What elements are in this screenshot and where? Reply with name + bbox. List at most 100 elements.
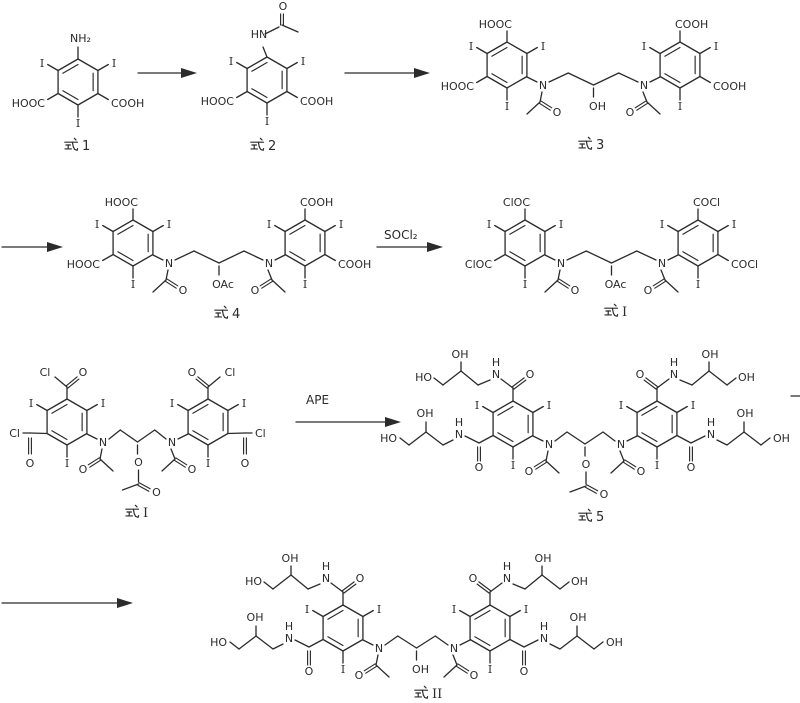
- formula-label: 2: [250, 137, 276, 154]
- iodine-label: I: [541, 40, 545, 53]
- iodine-label: I: [487, 218, 491, 231]
- benzene-ring: [112, 219, 154, 267]
- iodine-label: I: [524, 603, 528, 616]
- hydrogen-label: H: [503, 560, 511, 573]
- arrowhead: [385, 417, 401, 427]
- hydrogen-label: H: [492, 356, 500, 369]
- oxygen-label: O: [469, 572, 478, 585]
- substituent-label: HOOC: [479, 18, 513, 31]
- substituent-label: COOH: [111, 97, 144, 110]
- nitrogen-label: N: [640, 79, 648, 92]
- oxygen-label: O: [356, 572, 365, 585]
- benzene-ring: [636, 400, 678, 448]
- formula-number: II: [432, 687, 442, 702]
- iodine-label: I: [619, 399, 623, 412]
- formula-number: 4: [232, 307, 240, 322]
- nitrogen-label: N: [545, 438, 553, 451]
- arrow-step-2: [344, 68, 430, 78]
- hydrogen-label: H: [670, 356, 678, 369]
- iodine-label: I: [29, 397, 33, 410]
- arrowhead: [181, 68, 197, 78]
- iodine-label: I: [511, 459, 515, 472]
- iodine-label: I: [488, 663, 492, 676]
- oxygen-label: O: [582, 458, 591, 471]
- nitrogen-label: N: [375, 642, 383, 655]
- hydroxyl-label: OH: [417, 407, 434, 420]
- formula-label: 1: [64, 137, 90, 154]
- oxygen-label: O: [152, 486, 161, 499]
- iodine-label: I: [559, 218, 563, 231]
- iodine-label: I: [229, 55, 233, 68]
- nitrogen-label: N: [99, 436, 107, 449]
- amine-label: NH₂: [70, 32, 91, 45]
- iodine-label: I: [305, 603, 309, 616]
- substituent-label: COOH: [300, 196, 333, 209]
- reagent-label: SOCl₂: [384, 228, 418, 242]
- substituent-label: COOH: [300, 95, 333, 108]
- oxygen-label: O: [553, 106, 562, 119]
- substituent-label: HOOC: [67, 258, 101, 271]
- substituent-label: ClOC: [503, 196, 530, 209]
- substituent-label: COCl: [731, 258, 758, 271]
- oxygen-label: O: [79, 463, 88, 476]
- hydroxyl-label: HO: [210, 636, 227, 649]
- substituent-label: ClOC: [465, 258, 492, 271]
- chlorine-label: Cl: [9, 427, 20, 440]
- iodine-label: I: [339, 218, 343, 231]
- hydroxyl-label: OH: [571, 575, 588, 588]
- iodine-label: I: [301, 55, 305, 68]
- iodine-label: I: [469, 40, 473, 53]
- iodine-label: I: [95, 218, 99, 231]
- formula-label: 5: [578, 508, 604, 525]
- substituent-label: COCl: [693, 196, 720, 209]
- arrowhead: [117, 598, 133, 608]
- iodine-label: I: [696, 278, 700, 291]
- iodine-label: I: [655, 459, 659, 472]
- arrow-step-3: [1, 242, 63, 252]
- benzene-ring: [46, 398, 88, 446]
- iodine-label: I: [267, 218, 271, 231]
- arrow-step-6: [1, 598, 133, 608]
- iodine-label: I: [303, 278, 307, 291]
- arrow-step-4: SOCl₂: [376, 228, 443, 252]
- substituent-label: HOOC: [105, 196, 139, 209]
- formula-number: 3: [596, 138, 604, 153]
- iodine-label: I: [732, 218, 736, 231]
- oxygen-label: O: [644, 284, 653, 297]
- iodine-label: I: [206, 457, 210, 470]
- hydroxyl-label: OH: [773, 432, 790, 445]
- bridge-substituent-label: OH: [412, 663, 429, 676]
- formula-number: I: [143, 506, 148, 521]
- oxygen-label: O: [470, 669, 479, 682]
- iodine-label: I: [691, 399, 695, 412]
- oxygen-label: O: [26, 457, 35, 470]
- formula-number: 1: [82, 139, 90, 154]
- iodine-label: I: [475, 399, 479, 412]
- reagent-label: APE: [306, 393, 329, 407]
- oxygen-label: O: [355, 669, 364, 682]
- formula-label: I: [125, 504, 148, 521]
- hydroxyl-label: OH: [738, 371, 755, 384]
- nitrogen-label: N: [540, 632, 548, 645]
- hydrogen-label: H: [455, 416, 463, 429]
- hydrogen-label: H: [285, 620, 293, 633]
- nitrogen-label: N: [658, 257, 666, 270]
- iodine-label: I: [65, 457, 69, 470]
- hydroxyl-label: OH: [737, 407, 754, 420]
- iodine-label: I: [341, 663, 345, 676]
- oxygen-label: O: [636, 368, 645, 381]
- nitrogen-label: N: [322, 572, 330, 585]
- nitrogen-label: N: [557, 257, 565, 270]
- hydroxyl-label: OH: [570, 611, 587, 624]
- iodine-label: I: [678, 100, 682, 113]
- benzene-ring: [659, 41, 701, 89]
- hydroxyl-label: HO: [245, 575, 262, 588]
- hydroxyl-label: HO: [415, 371, 432, 384]
- hydroxyl-label: OH: [282, 552, 299, 565]
- hydrogen-label: H: [322, 560, 330, 573]
